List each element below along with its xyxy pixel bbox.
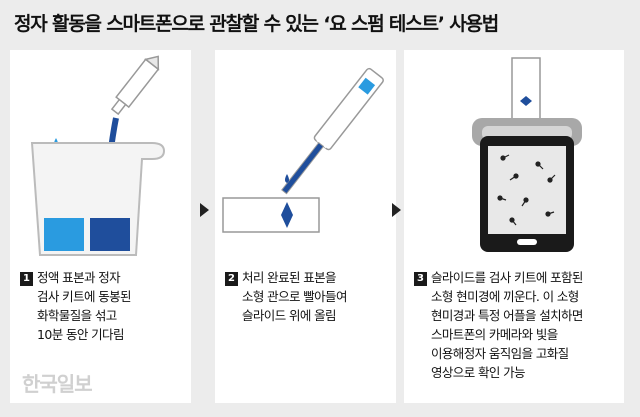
step-line: 슬라이드 위에 올림 [242,308,337,323]
step-line: 소형 관으로 빨아들여 [242,289,347,304]
step-2-text: 2 처리 완료된 표본을 소형 관으로 빨아들여 슬라이드 위에 올림 [225,268,390,325]
step-panel-3: 3 슬라이드를 검사 키트에 포함된 소형 현미경에 끼운다. 이 소형 현미경과… [404,50,624,403]
step-line: 스마트폰의 카메라와 빛을 [431,327,558,342]
step-number-badge: 3 [414,272,427,286]
page-title: 정자 활동을 스마트폰으로 관찰할 수 있는 ‘요 스펌 테스트’ 사용법 [14,13,499,35]
watermark-logo: 한국일보 [22,372,93,396]
step-number-badge: 2 [225,272,238,286]
step-line: 슬라이드를 검사 키트에 포함된 [431,270,583,285]
dropper-slide-icon [222,67,384,233]
arrow-right-icon [200,203,209,217]
step-line: 10분 동안 기다림 [37,327,124,342]
phone-microscope-icon [472,57,582,252]
step-line: 정액 표본과 정자 [37,270,121,285]
step-line: 현미경과 특정 어플을 설치하면 [431,308,583,323]
arrow-right-icon [392,203,401,217]
step-line: 영상으로 확인 가능 [431,365,526,380]
step-line: 이용해정자 움직임을 고화질 [431,346,569,361]
step-line: 소형 현미경에 끼운다. 이 소형 [431,289,579,304]
step-panel-2: 2 처리 완료된 표본을 소형 관으로 빨아들여 슬라이드 위에 올림 [215,50,396,403]
step-line: 검사 키트에 동봉된 [37,289,132,304]
step-number-badge: 1 [20,272,33,286]
cup-mixing-icon [30,55,166,256]
step-line: 화학물질을 섞고 [37,308,117,323]
step-line: 처리 완료된 표본을 [242,270,337,285]
step-1-text: 1 정액 표본과 정자 검사 키트에 동봉된 화학물질을 섞고 10분 동안 기다… [20,268,185,344]
step-3-text: 3 슬라이드를 검사 키트에 포함된 소형 현미경에 끼운다. 이 소형 현미경과… [414,268,618,382]
step-panel-1: 1 정액 표본과 정자 검사 키트에 동봉된 화학물질을 섞고 10분 동안 기다… [10,50,191,403]
